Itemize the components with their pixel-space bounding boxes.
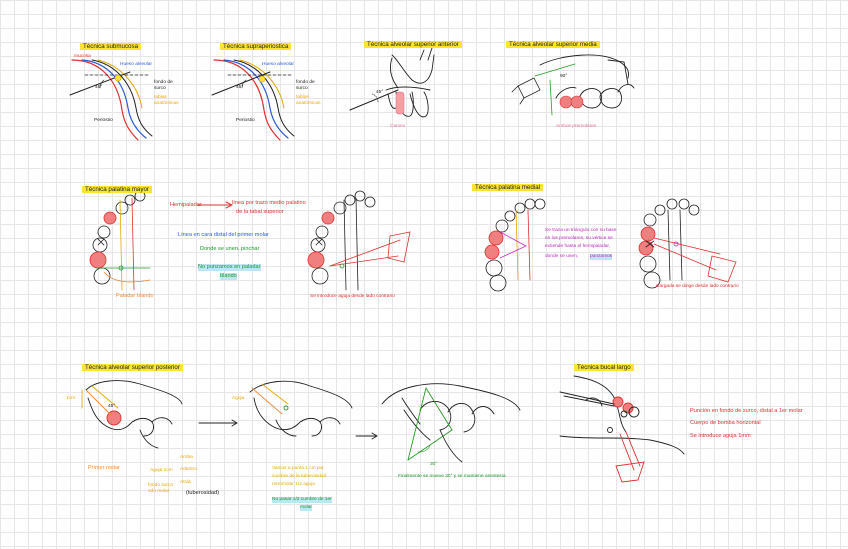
title-bucal-largo: Técnica bucal largo	[574, 364, 634, 371]
label-medial-note-4: donde se unen,	[545, 254, 579, 259]
label-no-punzar-1: No punzamos en paladar	[198, 264, 261, 271]
label-hemipaladar: Hemipaladar	[170, 202, 202, 208]
label-posterior-premolar: Primer molar	[88, 465, 121, 471]
alveolar-anterior-diagram	[349, 47, 435, 118]
arch-left	[89, 190, 151, 291]
palatina-medial-diagram	[484, 198, 737, 292]
title-palatina-mayor: Técnica palatina mayor	[82, 186, 152, 193]
alveolar-media-diagram	[511, 54, 635, 116]
label-fondo-surco-2do: fondo surco 2do molar	[148, 483, 174, 494]
label-mucosa: mucosa	[74, 54, 91, 59]
label-fondo-surco-1: fondo de surco	[154, 80, 173, 91]
alveolar-posterior-diagram	[81, 380, 521, 463]
label-linea-cara-distal: Línea en cara distal del primer molar	[178, 232, 269, 238]
arch-right	[307, 190, 411, 291]
label-fondo-surco-2: fondo de surco	[296, 80, 315, 91]
title-palatina-medial: Técnica palatina medial	[472, 184, 544, 191]
label-angle-45-2: 45°	[236, 85, 244, 90]
label-angle-30: 30°	[430, 462, 438, 467]
label-angle-90: 90°	[560, 74, 568, 79]
label-donde-se-unen: Donde se unen, pinchar	[200, 246, 260, 252]
label-aguja: Aguja	[232, 396, 245, 401]
label-angle-45-3: 45°	[376, 90, 384, 95]
title-submucosa: Técnica submucosa	[80, 43, 142, 50]
label-contrario-2: Cargada se dirige desde lado contrario	[656, 284, 739, 289]
label-contrario-1: Se introduce aguja desde lado contrario	[310, 294, 395, 299]
label-paladar-blando: Paladar blando	[116, 293, 154, 299]
label-hueso-alveolar-2: Hueso alveolar	[262, 62, 294, 67]
label-hueso-alveolar-1: Hueso alveolar	[120, 62, 152, 67]
supraperiostica-diagram	[211, 59, 295, 141]
label-finalmente: Finalmente se mueve 30° y se mantiene an…	[398, 474, 506, 479]
bucal-largo-diagram	[559, 375, 685, 483]
label-posterior-angle-45: 45°	[108, 404, 116, 409]
label-bucal-1: Punción en fondo de surco, distal a 1er …	[690, 408, 803, 414]
label-tuberosidad: (tuberosidad)	[186, 490, 219, 496]
label-bucal-3: Se introduce aguja 1mm	[690, 433, 751, 439]
label-no-pasar-2: molar	[300, 505, 312, 511]
label-medial-note-2: en los premolares, su vértice se	[545, 236, 613, 241]
submucosa-diagram	[69, 59, 153, 141]
label-periostio-2: Periostio	[236, 118, 255, 123]
label-arriba: Arriba	[180, 455, 193, 460]
title-supraperiostica: Técnica supraperiostica	[220, 43, 292, 50]
label-no-pasar-1: No pasar 1/2 cumbre de 1er	[272, 497, 332, 503]
label-linea-trazo-2: de la tabal superior	[236, 209, 284, 215]
label-aguja-1cm: Aguja 1cm	[150, 468, 173, 473]
label-linea-trazo-1: línea por trazo medio palatino	[232, 200, 306, 206]
title-alveolar-posterior: Técnica alveolar superior posterior	[82, 364, 183, 371]
label-canino: Canino	[390, 124, 406, 129]
label-no-punzar-2: blando	[220, 273, 237, 280]
label-tablas-anat-1: tablas anatómicas	[154, 95, 179, 106]
title-alveolar-anterior: Técnica alveolar superior anterior	[364, 41, 462, 48]
label-punta-2: cumbre de la tuberosidad	[272, 474, 327, 479]
label-angle-45-1: 45°	[95, 85, 103, 90]
label-ambos-premolares: Ambos premolares	[556, 124, 597, 129]
label-posterior-1cm: 1cm	[66, 396, 76, 401]
label-atras: Atrás	[180, 480, 192, 485]
label-medial-note-3: extiende hasta el hemipaladar,	[545, 244, 611, 249]
label-tablas-anat-2: tablas anatómicas	[296, 95, 321, 106]
label-periostio-1: Periostio	[94, 118, 113, 123]
label-medial-note-1: Se traza un triángulo con su base	[545, 228, 617, 233]
title-alveolar-media: Técnica alveolar superior media	[506, 41, 600, 48]
label-medial-note-punzar: punzamos	[590, 254, 613, 260]
label-punta-3: retromolar 1/2 aguja	[272, 482, 315, 487]
label-bucal-2: Cuerpo de bomba horizontal	[690, 420, 761, 426]
palatina-mayor-diagram	[89, 190, 411, 291]
label-adentro: Adentro	[180, 467, 197, 472]
label-punta-1: Vamos a punta 1 cm por	[272, 466, 324, 471]
